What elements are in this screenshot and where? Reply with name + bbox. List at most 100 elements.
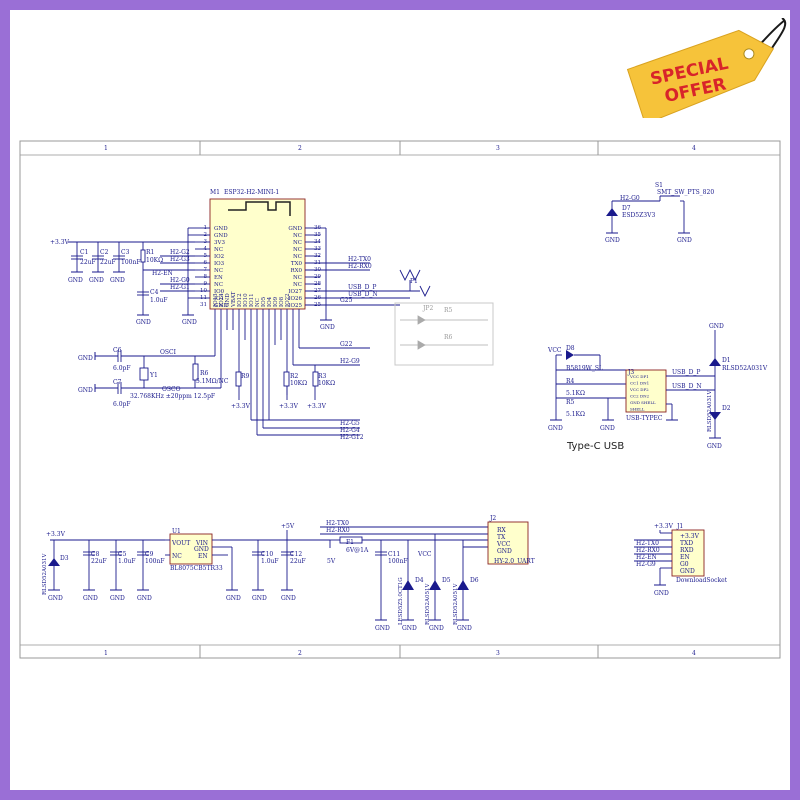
net-h2-g9: H2-G9 (340, 358, 360, 365)
typec-section-title: Type-C USB (566, 441, 624, 452)
label-c5-value: 1.0uF (118, 558, 136, 565)
label-d4: D4 (415, 577, 424, 584)
module-right-pin-name: RX0 (290, 268, 302, 274)
module-right-pin-number: 27 (314, 288, 321, 294)
module-right-pin-number: 34 (314, 239, 321, 245)
tag-body (626, 29, 775, 118)
gnd-d1: GND (709, 323, 724, 330)
net-h2-tx0-j1: H2-TX0 (636, 540, 659, 547)
net-h2-rx0: H2-RX0 (348, 263, 372, 270)
label-j1-rxd: RXD (680, 547, 694, 554)
module-left-pin-name: GND (214, 226, 228, 232)
gnd-c3: GND (110, 277, 125, 284)
module-bottom-pin-name: IO4 (267, 296, 273, 307)
module-right-pin-name: IO26 (288, 296, 302, 302)
label-c2: C2 (100, 249, 109, 256)
module-left-pin-name: IO0 (214, 289, 225, 295)
module-bottom-pin-name: IO14 (219, 293, 225, 307)
net-h2-g9-j1: H2-G9 (636, 561, 656, 568)
module-left-pin-name: NC (214, 268, 223, 274)
label-j2: J2 (489, 515, 496, 522)
module-part: ESP32-H2-MINI-1 (224, 189, 279, 196)
label-j2-tx: TX (497, 534, 506, 541)
label-s1: S1 (655, 182, 663, 189)
module-bottom-pin-name: IO9 (273, 296, 279, 307)
gnd-module-left: GND (182, 319, 197, 326)
label-c11-value: 100nF (388, 558, 407, 565)
label-r4: R4 (566, 378, 575, 385)
label-r3-value: 10KΩ (318, 380, 335, 387)
label-led-r-bottom: R6 (444, 334, 453, 341)
net-h2-en: H2-EN (152, 270, 173, 277)
column-label-4: 4 (692, 145, 696, 152)
label-c12-value: 22uF (290, 558, 306, 565)
module-left-pin-number: 11 (200, 295, 207, 301)
module-right-pin-number: 30 (314, 267, 321, 273)
label-d7-part: ESD5Z3V3 (622, 212, 655, 219)
label-u1-gnd: GND (194, 546, 209, 553)
label-3v3-bottom: +3.3V (46, 531, 66, 538)
label-c6-value: 6.0pF (113, 365, 131, 372)
label-3v3-r2: +3.3V (279, 403, 299, 410)
label-r2-value: 10KΩ (290, 380, 307, 387)
net-usb-dn: USB_D_N (348, 291, 378, 298)
net-h2-g2: H2-G2 (170, 249, 190, 256)
rotated-labels: RLSD52A031V LESD5Z5.0CT1G RLSD52A051V RL… (42, 390, 713, 625)
tag-string (771, 18, 787, 49)
j3-pin-name: CC2 DN2 (630, 394, 650, 399)
gnd-c5: GND (110, 595, 125, 602)
module-left-pin-number: 8 (204, 274, 208, 280)
module-right-pin-name: TX0 (291, 261, 303, 267)
label-p1: P1 (410, 278, 418, 285)
column-label-3-bottom: 3 (496, 650, 500, 657)
label-j1-en: EN (680, 554, 690, 561)
label-j2-vcc: VCC (496, 541, 511, 548)
label-c5: C5 (118, 551, 127, 558)
label-d2: D2 (722, 405, 731, 412)
column-label-2: 2 (298, 145, 302, 152)
j3-pin-name: GND SHELL (630, 400, 656, 405)
module-left-pin-number: 31 (200, 302, 207, 308)
module-right-pin-name: GND (288, 226, 302, 232)
net-h2-g0-switch: H2-G0 (620, 195, 640, 202)
gnd-u1: GND (226, 595, 241, 602)
net-g22: G22 (340, 341, 353, 348)
column-label-3: 3 (496, 145, 500, 152)
module-bottom-pin-name: IO5 (261, 296, 267, 307)
module-left-pin-name: NC (214, 247, 223, 253)
label-d6: D6 (470, 577, 479, 584)
net-usb-dp-conn: USB_D_P (672, 369, 700, 376)
module-pin-labels: GND1GND23V33NC4IO25IO36NC7EN8NC9IO010IO1… (200, 225, 321, 309)
label-f1: F1 (346, 539, 354, 546)
label-c10: C10 (261, 551, 273, 558)
module-bottom-pin-name: NC (255, 298, 261, 307)
label-5v: 5V (327, 558, 336, 565)
special-offer-tag: SPECIAL OFFER (626, 18, 787, 118)
module-bottom-pin-name: VBAT (231, 291, 237, 308)
label-j1-part: DownloadSocket (676, 577, 728, 584)
label-r6: R6 (200, 370, 209, 377)
label-c8: C8 (91, 551, 100, 558)
net-h2-g5: H2-G5 (340, 420, 360, 427)
label-crystal-spec: 32.768KHz ±20ppm 12.5pF (130, 393, 215, 400)
label-d5: D5 (442, 577, 451, 584)
gnd-s1: GND (677, 237, 692, 244)
gnd-c11: GND (375, 625, 390, 632)
module-bottom-pin-name: IO13 (213, 293, 219, 307)
module-left-pin-number: 4 (204, 246, 208, 252)
module-bottom-pin-name: IO8 (279, 296, 285, 307)
label-u1-en: EN (198, 553, 208, 560)
module-bottom-pin-name: IO10 (243, 293, 249, 307)
gnd-r5: GND (600, 425, 615, 432)
label-u1: U1 (172, 528, 181, 535)
module-left-pin-number: 10 (200, 288, 207, 294)
label-j2-rx: RX (497, 527, 507, 534)
label-plus-5v: +5V (281, 523, 295, 530)
label-j1-gnd: GND (680, 568, 695, 575)
module-right-pin-name: IO25 (288, 303, 302, 309)
net-usb-dp: USB_D_P (348, 284, 376, 291)
j3-pin-name: SHELL (630, 407, 645, 412)
label-d1-part: RLSD52A031V (722, 365, 768, 372)
label-j3-part: USB-TYPEC (626, 415, 663, 422)
